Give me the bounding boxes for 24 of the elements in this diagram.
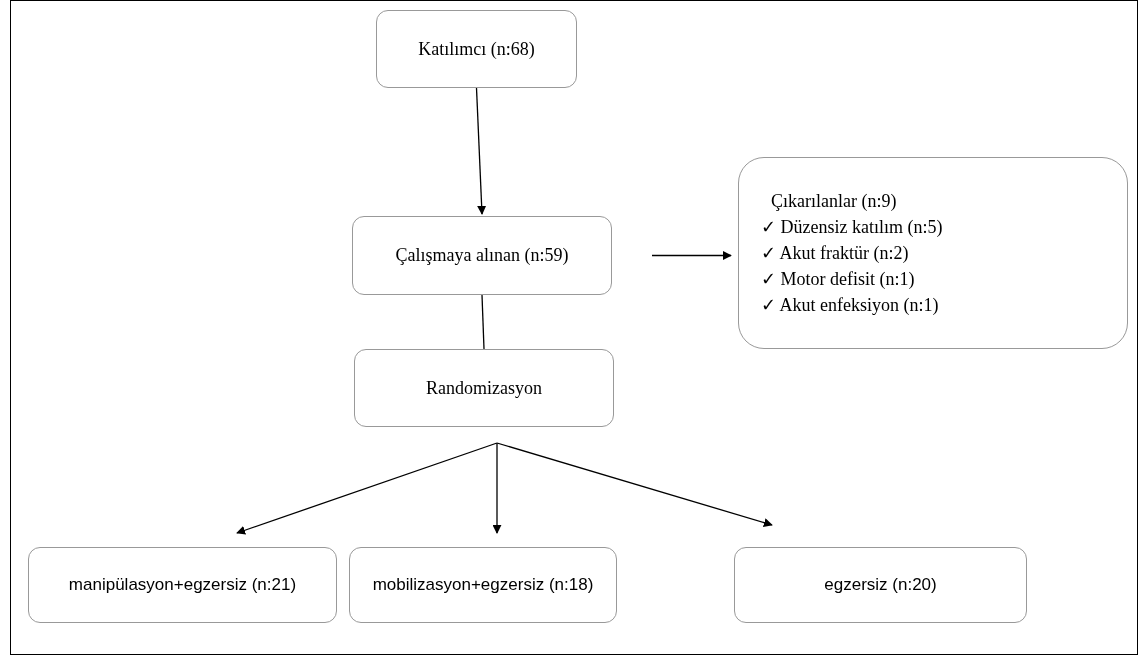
list-item: ✓ Akut enfeksiyon (n:1) [761,294,939,318]
box-label: mobilizasyon+egzersiz (n:18) [372,573,594,596]
arrow [496,442,773,527]
process-box [734,547,1027,623]
process-box [354,349,614,427]
box-label: Çalışmaya alınan (n:59) [395,245,569,266]
box-label: egzersiz (n:20) [824,573,937,596]
process-box [28,547,337,623]
process-box [349,547,617,623]
box-label: manipülasyon+egzersiz (n:21) [68,573,297,596]
arrow [651,251,732,260]
process-box [352,216,612,295]
list-item: ✓ Motor defisit (n:1) [761,268,915,292]
box-heading: Çıkarılanlar (n:9) [770,189,897,213]
list-item: ✓ Akut fraktür (n:2) [761,241,909,265]
list-item: ✓ Düzensiz katılım (n:5) [761,215,943,239]
arrow [492,442,502,534]
box-label: Randomizasyon [426,377,542,399]
connector-line [481,294,485,350]
arrow [475,87,487,215]
arrow [236,442,498,535]
process-box [738,157,1128,349]
process-box [376,10,577,88]
box-label: Katılımcı (n:68) [418,38,535,60]
